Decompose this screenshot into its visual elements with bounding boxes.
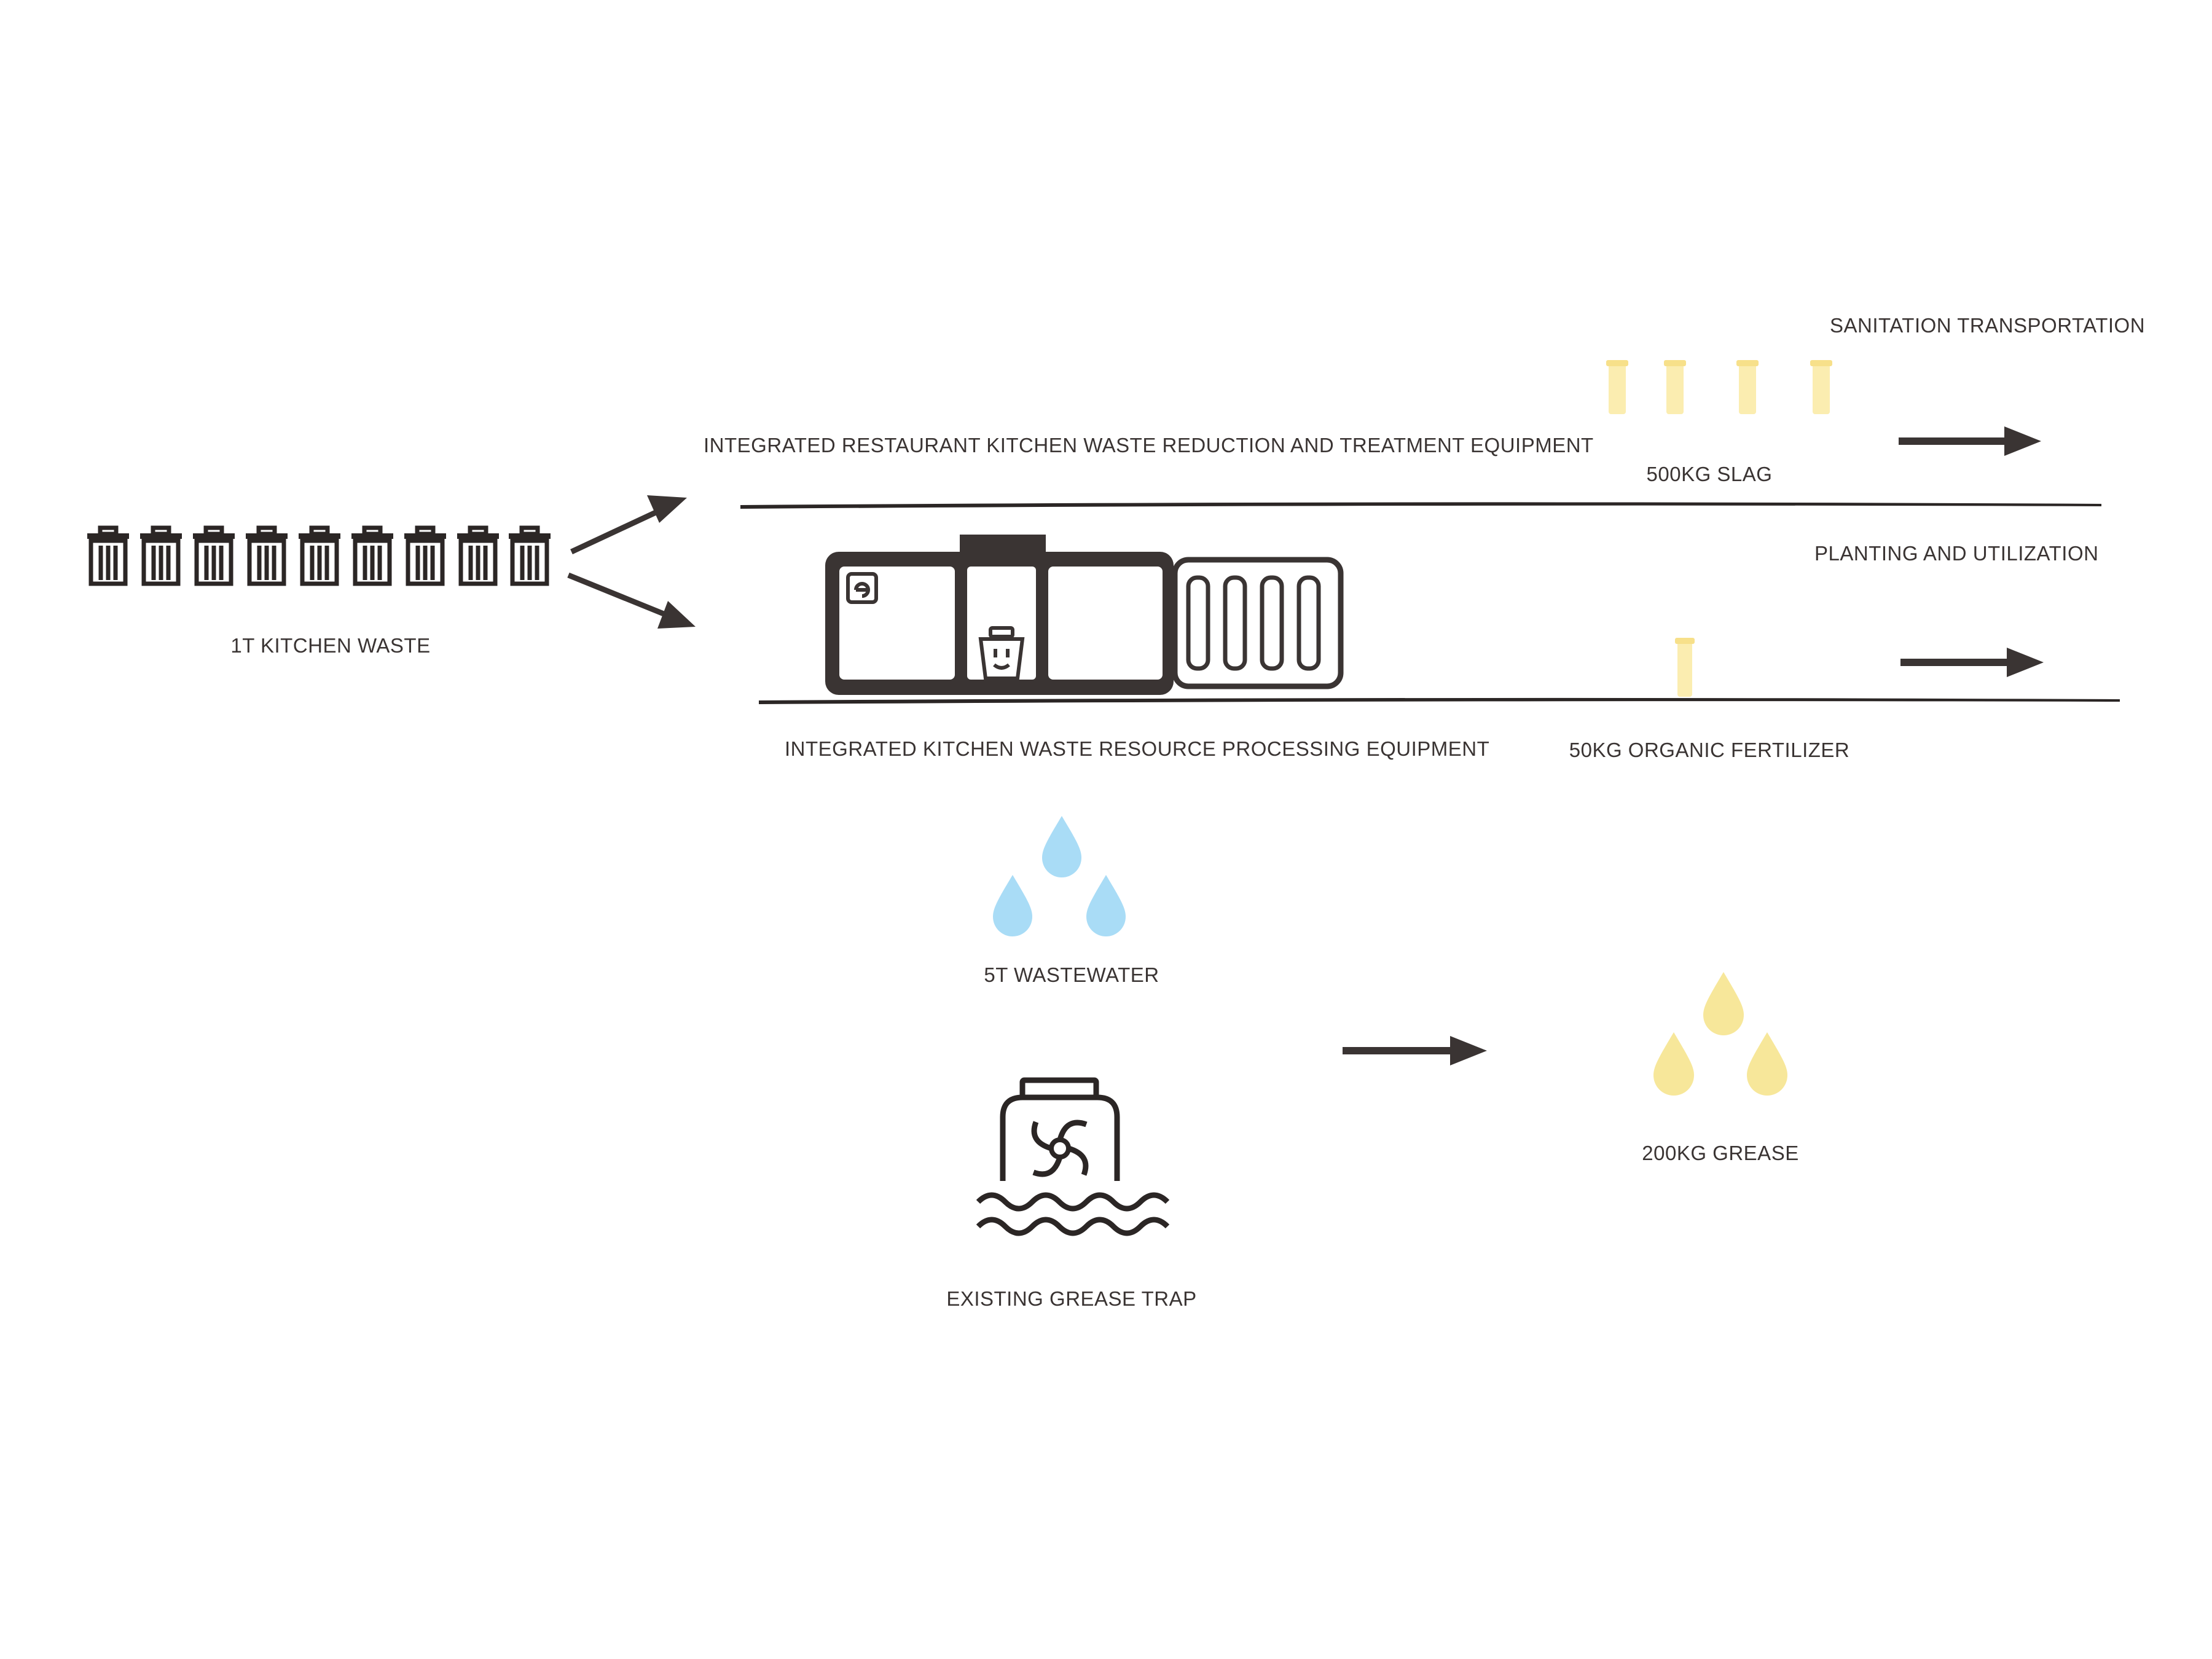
planting-arrow <box>1900 648 2044 677</box>
trash-can-icon <box>87 525 129 586</box>
resource-equipment-label: INTEGRATED KITCHEN WASTE RESOURCE PROCES… <box>785 737 1489 760</box>
grease-drop-icon <box>1747 1032 1787 1096</box>
arrow-right-icon <box>2007 648 2044 677</box>
slag-bag-icon <box>1606 360 1628 414</box>
trash-can-icon <box>509 525 551 586</box>
wastewater-drops <box>993 816 1126 936</box>
arrow-right-icon <box>647 495 687 523</box>
wastewater-label: 5T WASTEWATER <box>984 963 1159 986</box>
grease-drop-icon <box>1703 972 1744 1035</box>
grease-trap-label: EXISTING GREASE TRAP <box>946 1287 1196 1310</box>
water-drop-icon <box>1086 875 1126 936</box>
trash-can-icon <box>193 525 235 586</box>
sanitation-transportation-label: SANITATION TRANSPORTATION <box>1830 314 2145 337</box>
split-arrow-down <box>567 572 696 629</box>
trash-can-icon <box>404 525 446 586</box>
processing-machine-icon <box>825 535 1344 695</box>
arrow-right-icon <box>1450 1036 1487 1065</box>
trash-can-icon <box>246 525 288 586</box>
grease-arrow <box>1343 1036 1487 1065</box>
reduction-equipment-label: INTEGRATED RESTAURANT KITCHEN WASTE REDU… <box>704 434 1594 457</box>
water-drop-icon <box>993 875 1032 936</box>
water-drop-icon <box>1042 816 1081 877</box>
kitchen-waste-trash-cans <box>87 525 551 586</box>
slag-bags <box>1606 360 1832 414</box>
trash-can-icon <box>140 525 182 586</box>
sanitation-arrow <box>1899 426 2041 456</box>
slag-bag-icon <box>1736 360 1759 414</box>
arrow-right-icon <box>657 601 696 629</box>
kitchen-waste-label: 1T KITCHEN WASTE <box>230 634 430 657</box>
grease-drop-icon <box>1653 1032 1694 1096</box>
trash-can-icon <box>299 525 340 586</box>
slag-label: 500KG SLAG <box>1647 463 1773 485</box>
grease-label: 200KG GREASE <box>1642 1142 1798 1164</box>
lower-process-line <box>759 697 2120 704</box>
planting-utilization-label: PLANTING AND UTILIZATION <box>1814 542 2098 565</box>
upper-process-line <box>740 502 2101 509</box>
arrow-right-icon <box>2004 426 2041 456</box>
trash-can-icon <box>457 525 499 586</box>
trash-can-icon <box>351 525 393 586</box>
grease-drops <box>1653 972 1787 1096</box>
slag-bag-icon <box>1664 360 1686 414</box>
trash-bucket-icon <box>978 626 1025 680</box>
split-arrow-up <box>570 495 687 555</box>
grease-trap-icon <box>976 1077 1170 1236</box>
organic-fertilizer-label: 50KG ORGANIC FERTILIZER <box>1569 739 1849 761</box>
slag-bag-icon <box>1810 360 1832 414</box>
fertilizer-bag-icon <box>1675 638 1695 697</box>
